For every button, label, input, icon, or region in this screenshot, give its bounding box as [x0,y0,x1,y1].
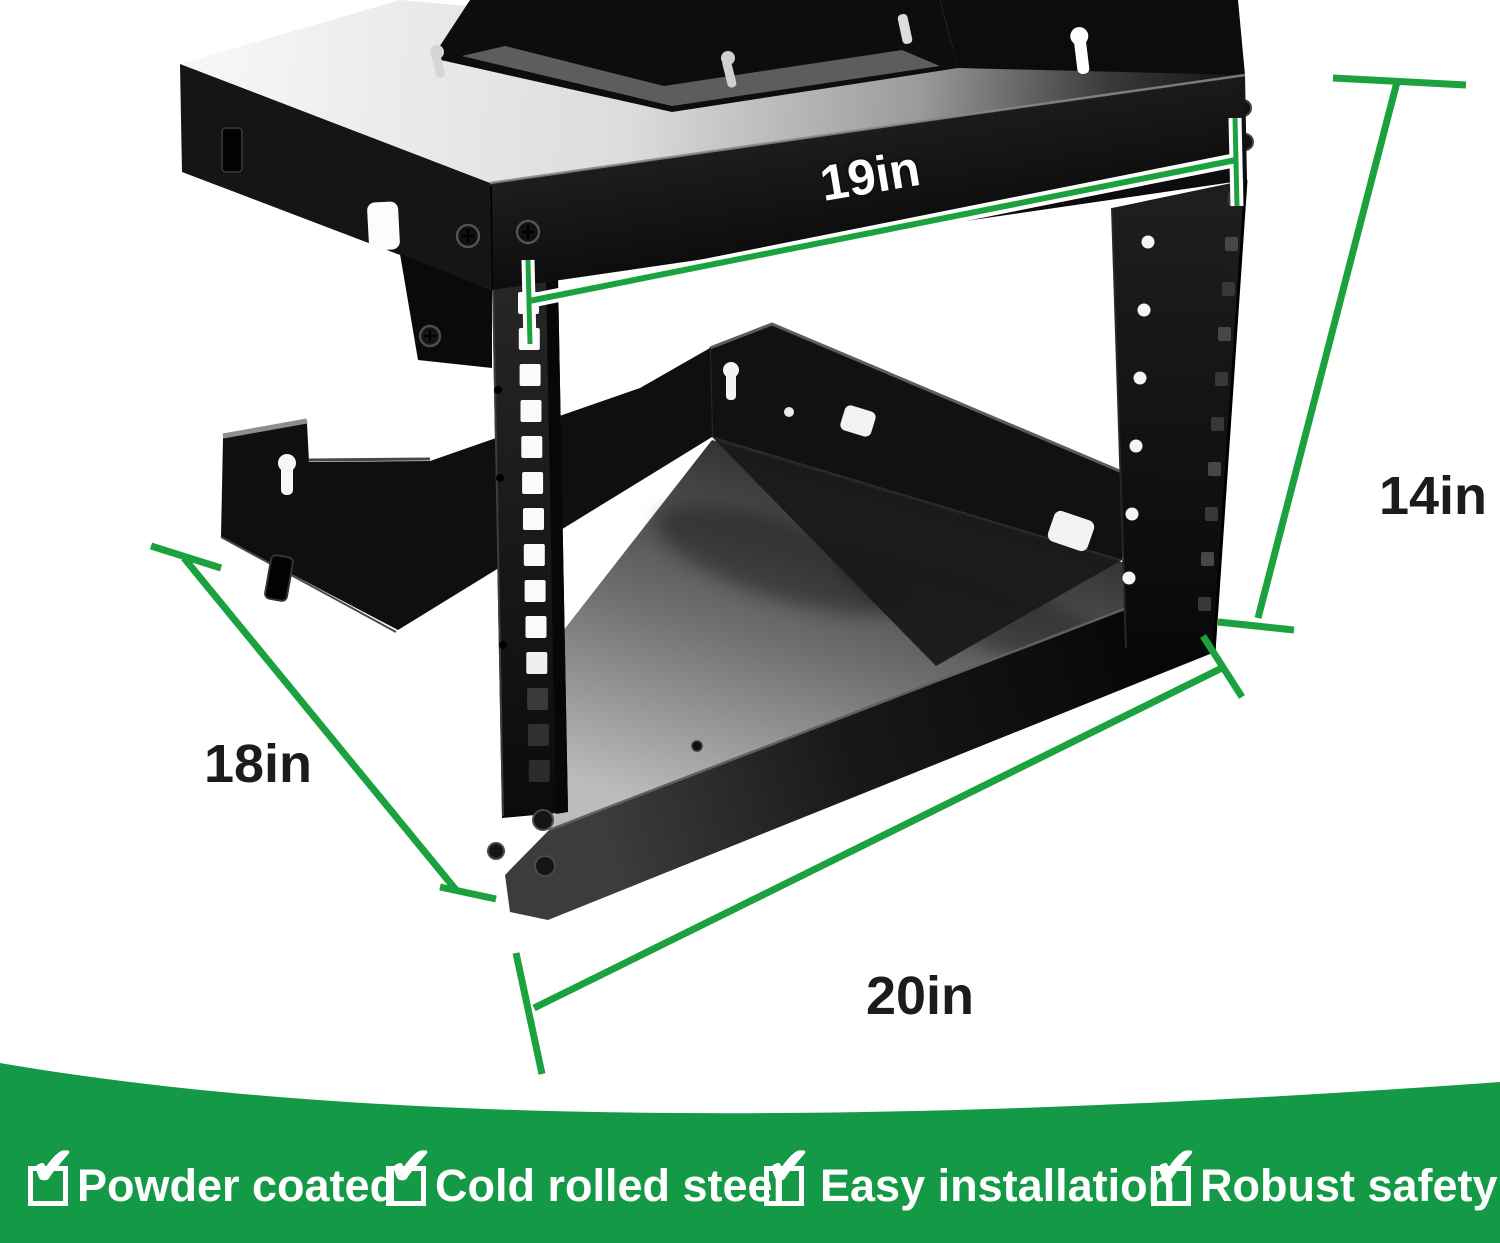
dimension-line-18in [149,542,497,903]
checkbox-check-icon: ✔ [386,1141,433,1206]
keyhole-slot [1070,27,1090,74]
feature-label: Powder coated [77,1160,398,1211]
flange-square-holes [1198,192,1241,611]
front-left-rail [487,278,568,877]
bottom-front-rail [505,576,1215,920]
feature-label: Robust safety [1200,1160,1498,1211]
mounting-slot [1047,510,1095,552]
checkbox-check-icon: ✔ [28,1141,75,1206]
feature-label: Cold rolled steel [435,1160,786,1211]
keyhole-slot [278,454,296,495]
rack-unit-square-holes [518,292,550,782]
lower-bracket-left-wall [220,348,712,633]
screw-hole [784,407,794,417]
lower-bracket-rear-wall [709,322,1123,560]
top-opening [430,0,958,112]
dimension-label-bottom-width: 20in [865,966,975,1026]
green-banner [0,1063,1500,1243]
square-hole [367,201,400,251]
rear-wall-flange [712,437,1122,666]
screw [534,855,556,877]
feature-item-easy-installation: ✔ Easy installation [764,1141,1176,1216]
dimension-line-20in [512,634,1245,1075]
corner-gusset [400,254,492,368]
keyhole-slot [723,362,739,400]
mounting-slot [264,554,294,602]
dimension-label-height: 14in [1378,466,1488,526]
right-rail [1111,99,1254,653]
feature-label: Easy installation [820,1160,1176,1211]
top-bracket [180,0,1247,368]
left-face [180,64,492,290]
dimension-label-depth: 18in [203,734,313,794]
checkbox-check-icon: ✔ [764,1141,811,1206]
mounting-slot [221,127,243,173]
feature-item-robust-safety: ✔ Robust safety [1151,1141,1498,1216]
feature-item-cold-rolled-steel: ✔ Cold rolled steel [386,1141,786,1216]
rear-wall-band [940,0,1245,75]
screw [487,842,505,860]
feature-item-powder-coated: ✔ Powder coated [28,1141,398,1216]
screw [532,809,554,831]
front-face [489,73,1247,291]
round-holes [1122,235,1155,585]
dimension-line-19in [521,117,1244,345]
mounting-slot [840,405,876,437]
checkbox-check-icon: ✔ [1151,1141,1198,1206]
dimension-line-14in [1217,74,1467,634]
